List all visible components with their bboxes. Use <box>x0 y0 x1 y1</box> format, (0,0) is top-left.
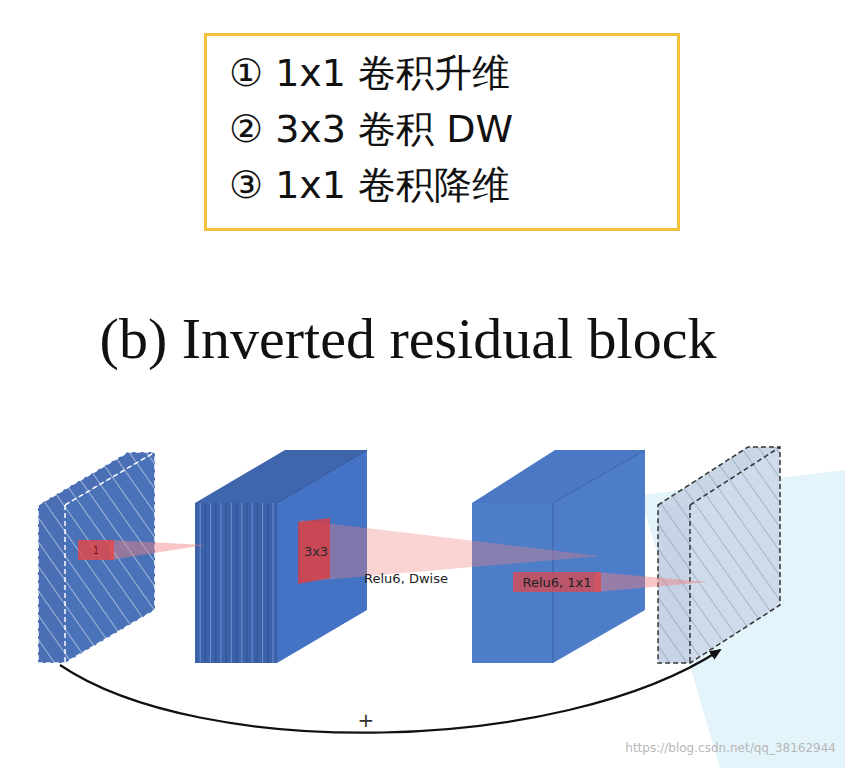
stack-slice <box>252 503 253 663</box>
stack-slice <box>231 503 232 663</box>
stack-slice <box>273 503 274 663</box>
step-text: ③ 1x1 卷积降维 <box>229 157 655 213</box>
stack-slice <box>221 503 222 663</box>
stack-slice <box>262 503 263 663</box>
stack-slice <box>241 503 242 663</box>
stack-slice <box>210 503 211 663</box>
stack-slice <box>226 503 227 663</box>
stack-slice <box>200 503 201 663</box>
residual-arrow <box>60 650 720 733</box>
kernel-projections <box>78 518 708 592</box>
stack-slice <box>236 503 237 663</box>
kernel-label: 1 <box>93 545 99 556</box>
layer-label: Relu6, Dwise <box>364 571 448 586</box>
output-tensor <box>658 447 780 663</box>
stack-edge <box>277 450 367 503</box>
watermark: https://blog.csdn.net/qq_38162944 <box>625 741 836 755</box>
input-tensor <box>38 452 155 663</box>
stack-slice <box>267 503 268 663</box>
stack-slice <box>257 503 258 663</box>
step-text: ② 3x3 卷积 DW <box>229 101 655 157</box>
kernel-label: 3x3 <box>304 544 328 559</box>
layer-label: Relu6, 1x1 <box>522 575 591 590</box>
add-symbol: + <box>358 708 375 732</box>
stack-slice <box>215 503 216 663</box>
stack-slice <box>205 503 206 663</box>
stack-slice <box>247 503 248 663</box>
legend-box: ① 1x1 卷积升维② 3x3 卷积 DW③ 1x1 卷积降维 <box>204 33 680 231</box>
diagram-title: (b) Inverted residual block <box>100 305 717 372</box>
step-text: ① 1x1 卷积升维 <box>229 45 655 101</box>
